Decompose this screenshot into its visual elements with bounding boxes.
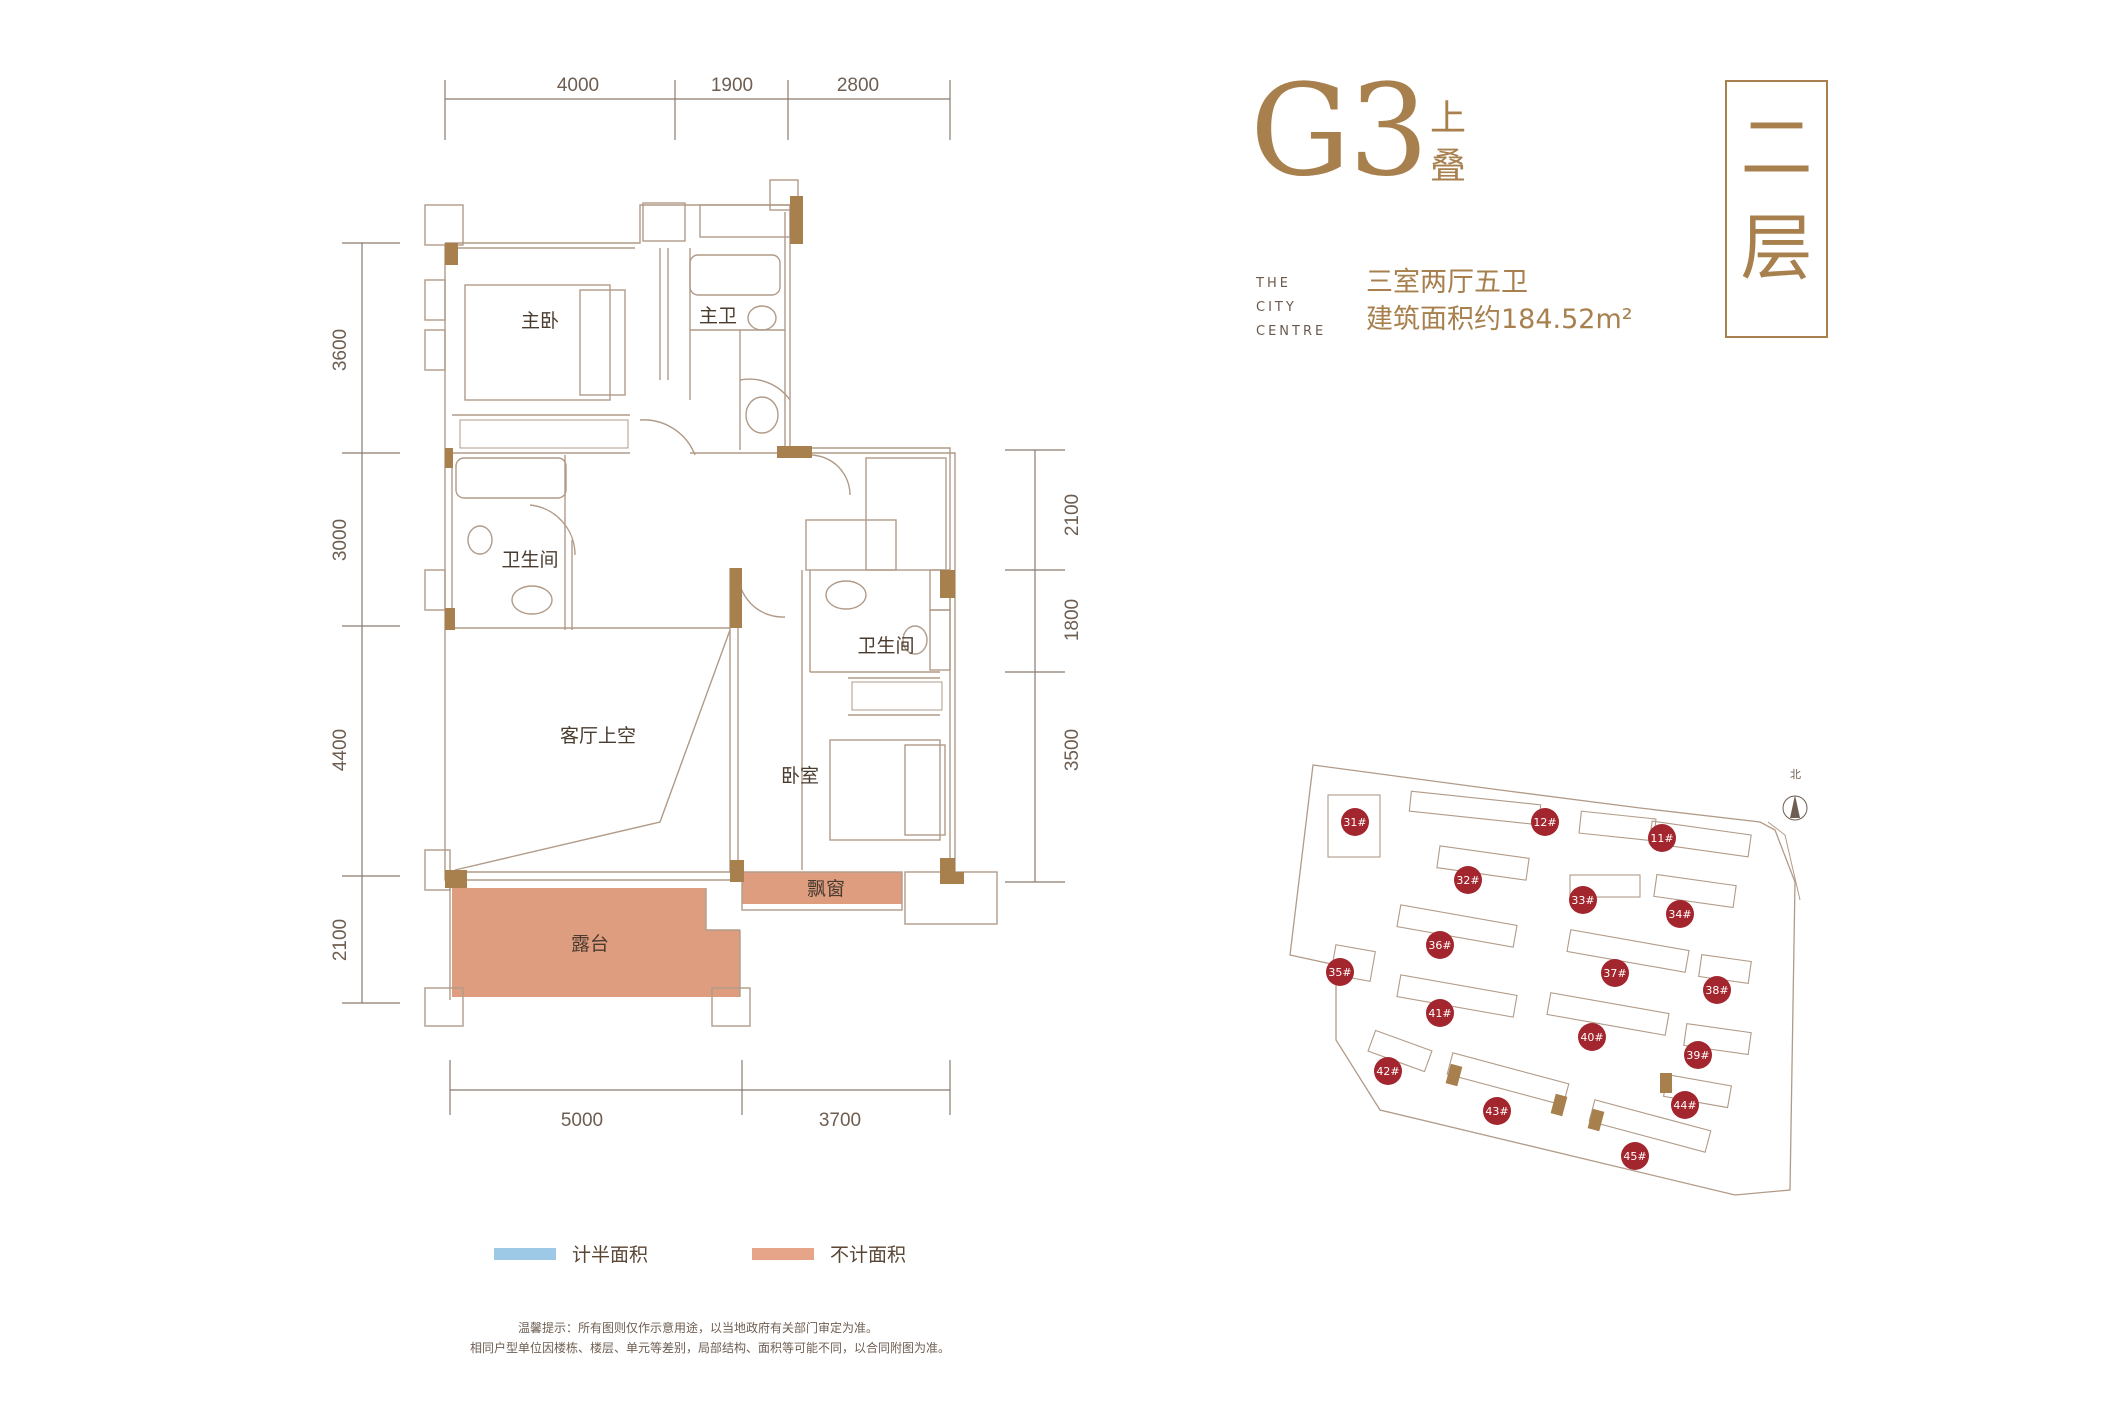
building-badge-circle (1684, 1041, 1712, 1069)
building-badge-label: 11# (1650, 832, 1673, 845)
dimension-lines (342, 80, 1065, 1115)
legend-half-swatch (494, 1247, 556, 1260)
building-badge-circle (1374, 1057, 1402, 1085)
terrace-area (452, 888, 740, 997)
room-master-bath: 主卫 (699, 305, 737, 327)
building-badge-label: 34# (1668, 908, 1691, 921)
building-badge-label: 40# (1580, 1031, 1603, 1044)
building-badge: 11# (1648, 824, 1676, 852)
building-badge-circle (1483, 1097, 1511, 1125)
building-badge-label: 43# (1485, 1105, 1508, 1118)
building-badge: 39# (1684, 1041, 1712, 1069)
building-badge-label: 37# (1603, 967, 1626, 980)
bay-window-area (742, 872, 902, 904)
room-master-bedroom: 主卧 (521, 310, 559, 332)
dim-left-3: 4400 (330, 729, 351, 771)
building-badge: 43# (1483, 1097, 1511, 1125)
dim-left-4: 2100 (330, 919, 351, 961)
project-line-2: CITY (1256, 300, 1297, 315)
building-badge-label: 32# (1456, 874, 1479, 887)
legend-no-swatch (752, 1247, 814, 1260)
dim-top-2: 1900 (711, 75, 753, 96)
site-building-badges: 31# 12# 11# 32# 33# 34# 36# 35# 37# 38# 41# 40# 39# 4… (1326, 808, 1731, 1170)
dim-bottom-2: 3700 (819, 1110, 861, 1131)
dim-bottom-1: 5000 (561, 1110, 603, 1131)
building-badge-circle (1703, 976, 1731, 1004)
dim-left-1: 3600 (330, 329, 351, 371)
room-bay-window: 飘窗 (807, 878, 845, 900)
legend-half-area: 计半面积 (494, 1240, 648, 1267)
building-badge-circle (1341, 808, 1369, 836)
building-badge: 33# (1569, 886, 1597, 914)
walls (424, 179, 998, 1027)
unit-area: 建筑面积约184.52m² (1366, 304, 1633, 335)
building-badge-label: 44# (1673, 1099, 1696, 1112)
building-badge-label: 35# (1328, 966, 1351, 979)
building-badge-circle (1666, 900, 1694, 928)
north-label: 北 (1790, 768, 1801, 781)
building-badge-circle (1426, 999, 1454, 1027)
building-badge: 36# (1426, 931, 1454, 959)
structural-columns (445, 196, 964, 888)
building-badge-circle (1621, 1142, 1649, 1170)
building-badge: 40# (1578, 1023, 1606, 1051)
building-badge-label: 12# (1533, 816, 1556, 829)
building-badge-label: 36# (1428, 939, 1451, 952)
room-bedroom: 卧室 (781, 765, 819, 787)
building-badge: 32# (1454, 866, 1482, 894)
building-badge-circle (1531, 808, 1559, 836)
unit-subtype: 上叠 (1430, 98, 1467, 187)
building-badge-circle (1326, 958, 1354, 986)
building-badge-circle (1578, 1023, 1606, 1051)
disclaimer-line-2: 相同户型单位因楼栋、楼层、单元等差别，局部结构、面积等可能不同，以合同附图为准。 (470, 1341, 951, 1355)
closet-hatching (459, 419, 943, 711)
building-badge: 35# (1326, 958, 1354, 986)
dim-left-2: 3000 (330, 519, 351, 561)
building-badge-circle (1569, 886, 1597, 914)
project-name: THE CITY CENTRE (1256, 272, 1326, 344)
building-badge: 41# (1426, 999, 1454, 1027)
building-badge-circle (1648, 824, 1676, 852)
building-badge-circle (1671, 1091, 1699, 1119)
disclaimer-line-1: 温馨提示：所有图则仅作示意用途，以当地政府有关部门审定为准。 (518, 1321, 879, 1335)
room-living-void: 客厅上空 (560, 725, 636, 747)
dim-top-1: 4000 (557, 75, 599, 96)
legend-no-area: 不计面积 (752, 1240, 906, 1267)
building-badge-label: 41# (1428, 1007, 1451, 1020)
dim-right-2: 1800 (1062, 599, 1083, 641)
building-badge: 34# (1666, 900, 1694, 928)
room-bathroom-right: 卫生间 (857, 635, 914, 657)
building-badge: 38# (1703, 976, 1731, 1004)
legend-no-label: 不计面积 (830, 1244, 907, 1266)
project-line-3: CENTRE (1256, 324, 1327, 339)
room-terrace: 露台 (571, 933, 609, 955)
building-badge: 12# (1531, 808, 1559, 836)
building-badge: 37# (1601, 959, 1629, 987)
building-badge: 45# (1621, 1142, 1649, 1170)
project-line-1: THE (1256, 276, 1291, 291)
building-badge: 42# (1374, 1057, 1402, 1085)
building-badge-label: 42# (1376, 1065, 1399, 1078)
building-badge: 44# (1671, 1091, 1699, 1119)
building-badge-label: 39# (1686, 1049, 1709, 1062)
unit-layout: 三室两厅五卫 (1366, 267, 1528, 298)
legend-half-label: 计半面积 (572, 1244, 649, 1266)
building-badge-label: 38# (1705, 984, 1728, 997)
room-bathroom-left: 卫生间 (501, 549, 558, 571)
building-badge: 31# (1341, 808, 1369, 836)
dim-right-1: 2100 (1062, 494, 1083, 536)
building-badge-label: 31# (1343, 816, 1366, 829)
building-badge-circle (1426, 931, 1454, 959)
building-badge-label: 45# (1623, 1150, 1646, 1163)
unit-code: G3 (1250, 57, 1429, 204)
dim-right-3: 3500 (1062, 729, 1083, 771)
floor-label: 二层 (1725, 80, 1828, 338)
dim-top-3: 2800 (837, 75, 879, 96)
disclaimer: 温馨提示：所有图则仅作示意用途，以当地政府有关部门审定为准。 相同户型单位因楼栋… (470, 1318, 950, 1358)
building-badge-circle (1601, 959, 1629, 987)
building-badge-circle (1454, 866, 1482, 894)
building-badge-label: 33# (1571, 894, 1594, 907)
